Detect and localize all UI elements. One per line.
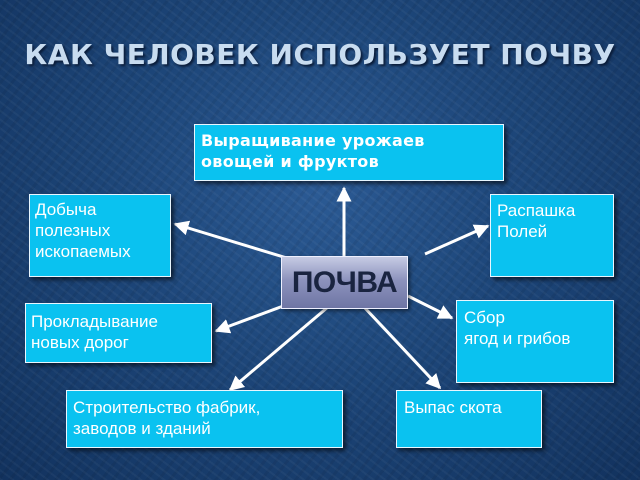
arrow-to-plowing bbox=[424, 224, 490, 256]
node-roads: Прокладывание новых дорог bbox=[25, 303, 212, 363]
node-mining: Добыча полезных ископаемых bbox=[29, 194, 171, 277]
node-crops: Выращивание урожаев овощей и фруктов bbox=[194, 124, 504, 181]
center-node: ПОЧВА bbox=[281, 256, 408, 309]
arrow-to-construction bbox=[228, 305, 329, 392]
arrow-to-berries bbox=[407, 294, 454, 320]
node-berries: Сбор ягод и грибов bbox=[456, 300, 614, 383]
node-grazing: Выпас скота bbox=[396, 390, 542, 448]
arrow-to-grazing bbox=[362, 305, 442, 390]
page-title: КАК ЧЕЛОВЕК ИСПОЛЬЗУЕТ ПОЧВУ bbox=[24, 38, 616, 71]
node-plowing: Распашка Полей bbox=[490, 194, 614, 277]
node-construction: Строительство фабрик, заводов и зданий bbox=[66, 390, 343, 448]
arrow-to-mining bbox=[173, 220, 301, 264]
